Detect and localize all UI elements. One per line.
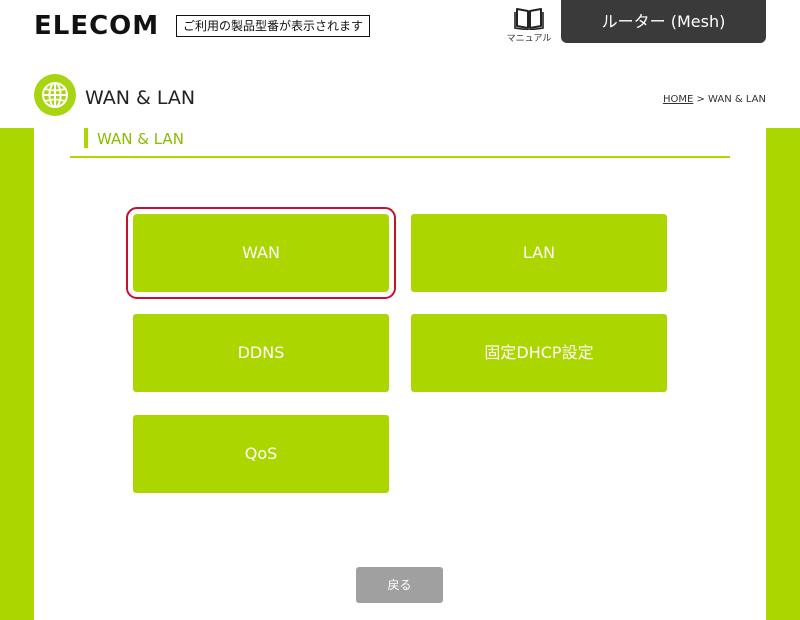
breadcrumb-current: WAN & LAN	[708, 94, 766, 105]
static-dhcp-button[interactable]: 固定DHCP設定	[411, 314, 667, 392]
header: ELECOM ご利用の製品型番が表示されます マニュアル ルーター (Mesh)	[0, 0, 800, 60]
breadcrumb-home-link[interactable]: HOME	[662, 94, 694, 105]
title-row: WAN & LAN HOME > WAN & LAN	[0, 60, 800, 128]
right-green-bar	[766, 128, 800, 620]
qos-button[interactable]: QoS	[133, 415, 389, 493]
model-notice: ご利用の製品型番が表示されます	[176, 15, 371, 37]
manual-link[interactable]: マニュアル	[502, 6, 556, 50]
section-marker	[84, 128, 88, 148]
router-mode-tab[interactable]: ルーター (Mesh)	[561, 0, 766, 43]
ddns-button[interactable]: DDNS	[133, 314, 389, 392]
wan-button[interactable]: WAN	[126, 207, 396, 299]
breadcrumb: HOME > WAN & LAN	[663, 93, 766, 107]
lan-button[interactable]: LAN	[411, 214, 667, 292]
manual-label: マニュアル	[506, 34, 552, 44]
globe-icon	[34, 74, 76, 116]
section-title: WAN & LAN	[97, 130, 184, 148]
section-heading: WAN & LAN	[70, 128, 730, 158]
book-icon	[514, 8, 544, 30]
breadcrumb-separator: >	[693, 94, 709, 105]
page-title: WAN & LAN	[85, 87, 196, 109]
left-green-bar	[0, 128, 34, 620]
elecom-logo: ELECOM	[34, 11, 160, 41]
back-button[interactable]: 戻る	[356, 567, 443, 603]
